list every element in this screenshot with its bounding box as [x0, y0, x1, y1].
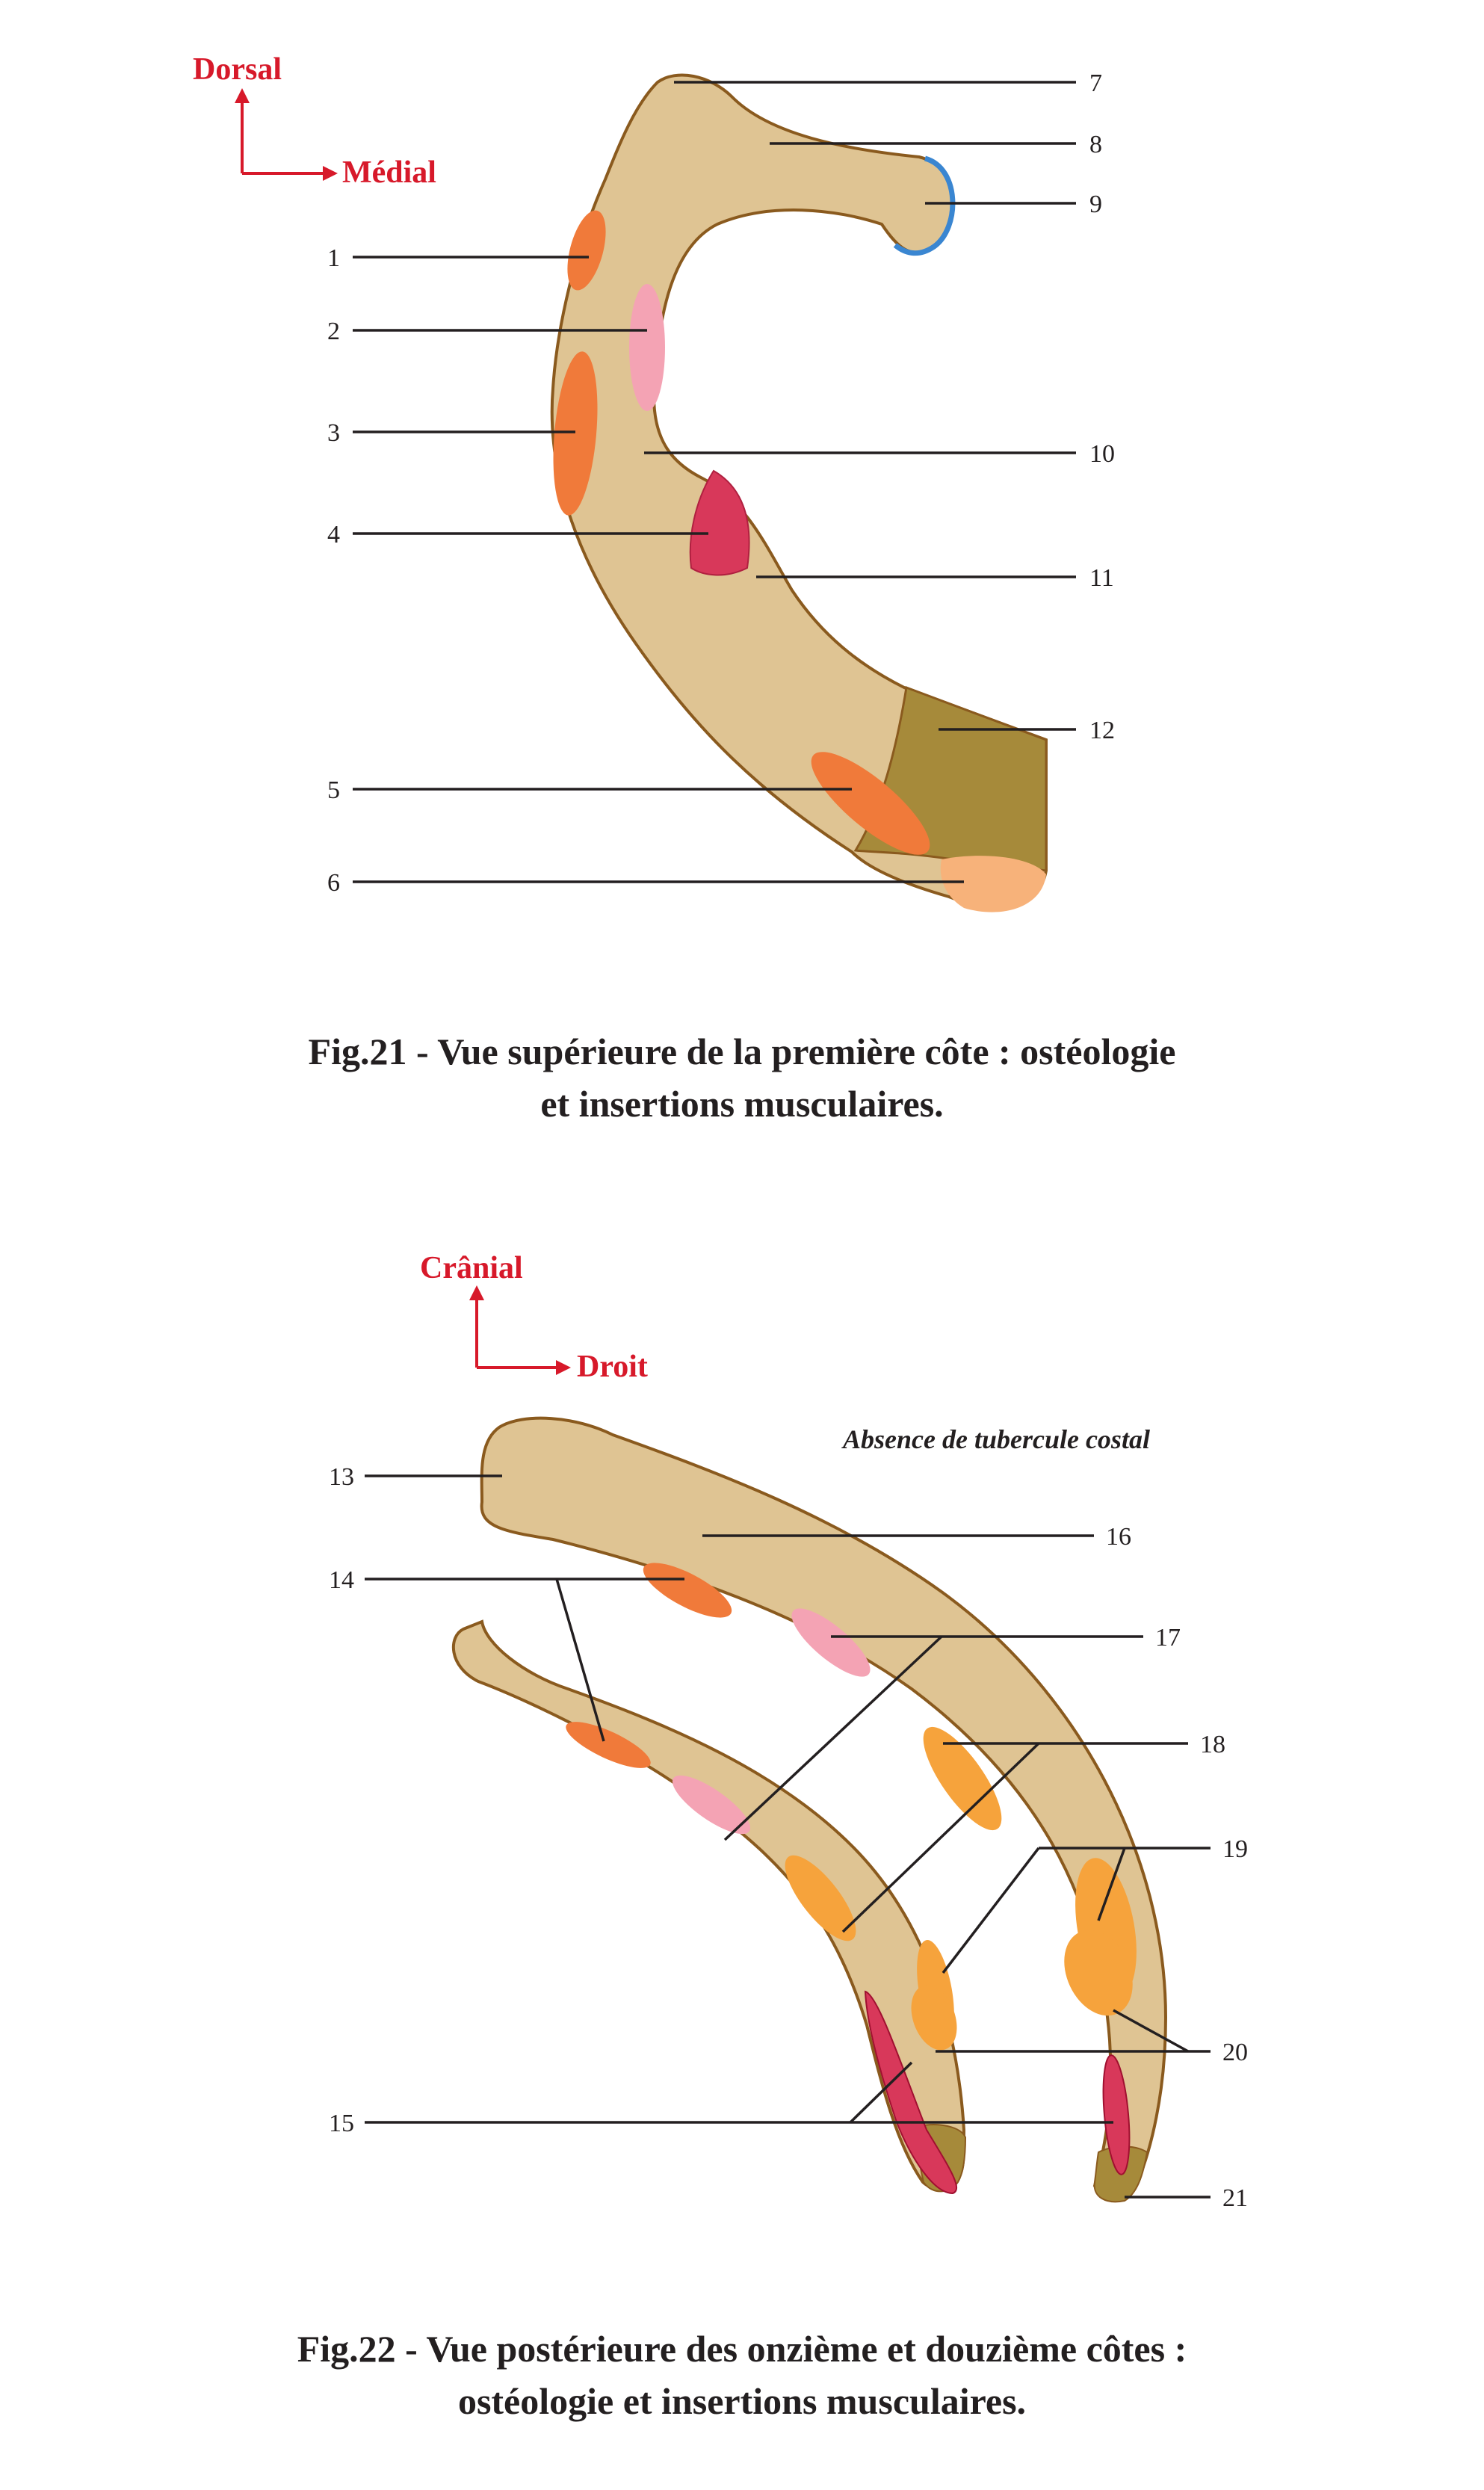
right-arrowhead — [323, 166, 338, 181]
direction-dorsal: Dorsal — [193, 52, 282, 87]
fig21-caption-line-1: Fig.21 - Vue supérieure de la première c… — [308, 1031, 1176, 1072]
label-3: 3 — [327, 419, 340, 447]
insertion-20a — [1064, 1930, 1133, 2016]
labels-fig22: 13 14 15 16 17 18 19 20 21 — [329, 1463, 1248, 2212]
label-17: 17 — [1155, 1624, 1181, 1652]
insertion-20b — [911, 1985, 957, 2051]
leaders-fig22 — [365, 1474, 1211, 2199]
label-18: 18 — [1200, 1731, 1225, 1758]
twelfth-rib — [452, 1619, 967, 2195]
label-19: 19 — [1222, 1835, 1248, 1863]
label-15: 15 — [329, 2110, 354, 2137]
label-21: 21 — [1222, 2184, 1248, 2212]
orientation-arrows-fig21: Dorsal Médial — [193, 52, 436, 190]
fig21-caption-line-2: et insertions musculaires. — [540, 1083, 944, 1125]
eleventh-rib — [480, 1416, 1168, 2203]
label-7: 7 — [1089, 69, 1102, 97]
label-10: 10 — [1089, 440, 1115, 468]
fig22-caption: Fig.22 - Vue postérieure des onzième et … — [0, 2323, 1484, 2427]
label-14: 14 — [329, 1566, 354, 1594]
insertion-2 — [629, 284, 665, 411]
fig21-caption: Fig.21 - Vue supérieure de la première c… — [0, 1025, 1484, 1130]
direction-droit: Droit — [577, 1350, 648, 1384]
up-arrowhead — [235, 88, 250, 103]
orientation-arrows-fig22: Crânial Droit — [420, 1251, 648, 1384]
label-13: 13 — [329, 1463, 354, 1491]
insertion-14a — [643, 1563, 732, 1618]
figure-21: Dorsal Médial — [193, 52, 1115, 912]
label-20: 20 — [1222, 2039, 1248, 2066]
insertion-18b — [785, 1855, 856, 1941]
direction-medial: Médial — [342, 155, 436, 190]
direction-cranial: Crânial — [420, 1251, 523, 1285]
up-arrowhead-2 — [469, 1285, 484, 1300]
insertion-15b — [864, 1990, 957, 2195]
insertion-18a — [923, 1726, 1002, 1831]
insertion-17b — [672, 1775, 751, 1835]
twelfth-rib-bone — [452, 1619, 966, 2190]
insertion-14b — [566, 1722, 651, 1768]
label-5: 5 — [327, 776, 340, 804]
fig22-caption-line-1: Fig.22 - Vue postérieure des onzième et … — [297, 2328, 1187, 2370]
insertion-1 — [567, 210, 606, 291]
label-2: 2 — [327, 318, 340, 345]
leaders-fig21 — [353, 81, 1076, 883]
first-rib — [550, 73, 1048, 912]
fig22-caption-line-2: ostéologie et insertions musculaires. — [457, 2380, 1027, 2422]
labels-fig21: 1 2 3 4 5 6 7 8 9 10 11 12 — [327, 69, 1115, 897]
right-arrowhead-2 — [556, 1360, 571, 1375]
label-9: 9 — [1089, 191, 1102, 218]
label-4: 4 — [327, 521, 340, 549]
insertion-15a — [1102, 2054, 1131, 2175]
label-8: 8 — [1089, 131, 1102, 158]
label-11: 11 — [1089, 564, 1114, 592]
label-16: 16 — [1106, 1523, 1131, 1551]
insertion-3 — [553, 351, 598, 516]
figure-22: Crânial Droit Absence de tubercule costa… — [329, 1251, 1248, 2212]
label-6: 6 — [327, 869, 340, 897]
insertion-4 — [689, 469, 750, 576]
articular-surface — [893, 155, 956, 256]
insertion-17a — [791, 1608, 871, 1677]
label-12: 12 — [1089, 717, 1115, 744]
note-absence-tubercule: Absence de tubercule costal — [841, 1424, 1150, 1454]
label-1: 1 — [327, 244, 340, 272]
insertion-5 — [811, 752, 930, 855]
insertion-6 — [940, 856, 1046, 912]
